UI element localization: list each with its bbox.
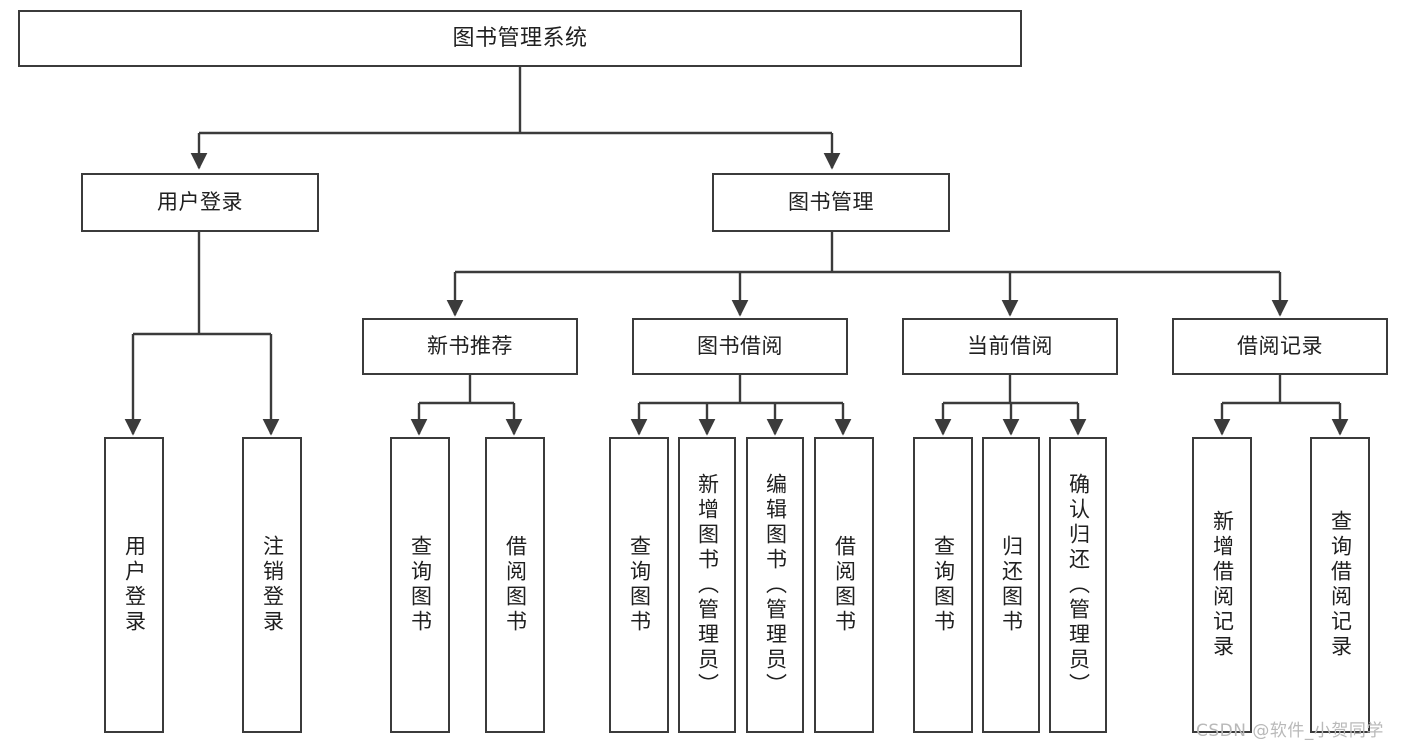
node-borrow-record-label: 借阅记录 [1237,334,1323,359]
leaf-book-borrow-query[interactable]: 查询图书 [609,437,669,733]
node-root[interactable]: 图书管理系统 [18,10,1022,67]
leaf-borrow-record-query[interactable]: 查询借阅记录 [1310,437,1370,733]
leaf-user-login-login[interactable]: 用户登录 [104,437,164,733]
node-current-borrow-label: 当前借阅 [967,334,1053,359]
node-book-management[interactable]: 图书管理 [712,173,950,232]
leaf-book-borrow-edit-label: 编辑图书（管理员） [763,472,788,698]
leaf-new-book-query[interactable]: 查询图书 [390,437,450,733]
node-current-borrow[interactable]: 当前借阅 [902,318,1118,375]
node-new-book-recommend[interactable]: 新书推荐 [362,318,578,375]
node-borrow-record[interactable]: 借阅记录 [1172,318,1388,375]
leaf-new-book-borrow-label: 借阅图书 [503,535,528,635]
leaf-current-borrow-confirm-label: 确认归还（管理员） [1066,472,1091,698]
node-book-management-label: 图书管理 [788,190,874,215]
leaf-user-login-logout-label: 注销登录 [260,535,285,635]
leaf-current-borrow-return-label: 归还图书 [999,535,1024,635]
node-new-book-recommend-label: 新书推荐 [427,334,513,359]
leaf-user-login-logout[interactable]: 注销登录 [242,437,302,733]
leaf-new-book-borrow[interactable]: 借阅图书 [485,437,545,733]
leaf-borrow-record-add[interactable]: 新增借阅记录 [1192,437,1252,733]
leaf-current-borrow-query-label: 查询图书 [931,535,956,635]
leaf-current-borrow-return[interactable]: 归还图书 [982,437,1040,733]
leaf-current-borrow-confirm[interactable]: 确认归还（管理员） [1049,437,1107,733]
leaf-book-borrow-add-label: 新增图书（管理员） [695,472,720,698]
leaf-book-borrow-borrow-label: 借阅图书 [832,535,857,635]
node-book-borrow[interactable]: 图书借阅 [632,318,848,375]
node-user-login[interactable]: 用户登录 [81,173,319,232]
leaf-current-borrow-query[interactable]: 查询图书 [913,437,973,733]
leaf-book-borrow-edit[interactable]: 编辑图书（管理员） [746,437,804,733]
node-user-login-label: 用户登录 [157,190,243,215]
node-book-borrow-label: 图书借阅 [697,334,783,359]
leaf-book-borrow-borrow[interactable]: 借阅图书 [814,437,874,733]
leaf-new-book-query-label: 查询图书 [408,535,433,635]
csdn-watermark: CSDN @软件_小贺同学 [1196,721,1384,741]
leaf-book-borrow-add[interactable]: 新增图书（管理员） [678,437,736,733]
leaf-user-login-login-label: 用户登录 [122,535,147,635]
node-root-label: 图书管理系统 [452,25,588,51]
leaf-borrow-record-add-label: 新增借阅记录 [1210,510,1235,660]
leaf-book-borrow-query-label: 查询图书 [627,535,652,635]
leaf-borrow-record-query-label: 查询借阅记录 [1328,510,1353,660]
